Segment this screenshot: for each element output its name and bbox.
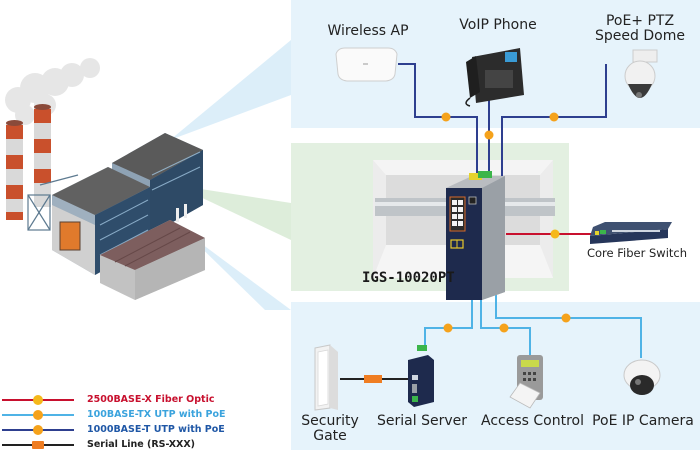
label-security-gate-line1: Security	[301, 413, 359, 429]
label-security-gate-line2: Gate	[313, 428, 347, 444]
poe-badge-icon	[33, 425, 43, 435]
wireless-ap-icon	[335, 47, 398, 82]
label-ptz-line2: Speed Dome	[595, 28, 685, 44]
serial-badge-icon	[32, 441, 44, 449]
cable-poe-camera	[495, 290, 642, 358]
poe-badge-icon	[499, 323, 509, 333]
core-fiber-switch-icon	[590, 222, 672, 244]
label-serial-server: Serial Server	[377, 413, 467, 429]
access-control-icon	[509, 355, 543, 409]
poe-badge-icon	[33, 410, 43, 420]
ptz-speed-dome-icon	[624, 49, 658, 98]
poe-badge-icon	[484, 130, 494, 140]
poe-badge-icon	[441, 112, 451, 122]
legend-label: 1000BASE-T UTP with PoE	[87, 424, 225, 435]
beam-bottom	[183, 230, 291, 310]
fiber-badge-icon	[550, 229, 560, 239]
poe-badge-icon	[549, 112, 559, 122]
igs-10020pt-switch	[446, 171, 505, 300]
smoke-icon	[5, 58, 100, 125]
fiber-badge-icon	[33, 395, 43, 405]
legend-item-fiber: 2500BASE-X Fiber Optic	[0, 393, 260, 407]
factory-illustration	[5, 58, 205, 300]
switch-model-label: IGS-10020PT	[362, 270, 455, 286]
legend-item-serial: Serial Line (RS-XXX)	[0, 438, 260, 452]
legend-item-1000base-t: 1000BASE-T UTP with PoE	[0, 423, 260, 437]
label-security-gate: Security Gate	[291, 414, 369, 444]
chimney-left-icon	[6, 120, 23, 220]
legend-label: Serial Line (RS-XXX)	[87, 439, 196, 450]
legend-label: 100BASE-TX UTP with PoE	[87, 409, 226, 420]
poe-ip-camera-icon	[623, 359, 661, 395]
serial-server-icon	[408, 345, 434, 407]
serial-badge-icon	[364, 375, 382, 383]
voip-phone-icon	[465, 48, 524, 107]
link-badges	[364, 112, 571, 383]
poe-badge-icon	[561, 313, 571, 323]
legend-label: 2500BASE-X Fiber Optic	[87, 394, 215, 405]
label-core-fiber-switch: Core Fiber Switch	[586, 246, 688, 260]
label-ptz-line1: PoE+ PTZ	[605, 13, 675, 29]
label-poe-ip-camera: PoE IP Camera	[592, 413, 694, 429]
label-wireless-ap: Wireless AP	[327, 23, 409, 39]
label-ptz-speed-dome: PoE+ PTZ Speed Dome	[590, 14, 690, 44]
security-gate-icon	[314, 344, 338, 411]
beam-top	[170, 40, 291, 140]
legend-item-100base-tx: 100BASE-TX UTP with PoE	[0, 408, 260, 422]
poe-badge-icon	[443, 323, 453, 333]
chimney-right-icon	[34, 104, 51, 207]
label-access-control: Access Control	[481, 413, 584, 429]
beam-mid	[175, 185, 291, 240]
cables-bottom	[424, 290, 642, 358]
label-voip-phone: VoIP Phone	[459, 17, 537, 33]
cable-wireless-ap	[398, 63, 478, 176]
